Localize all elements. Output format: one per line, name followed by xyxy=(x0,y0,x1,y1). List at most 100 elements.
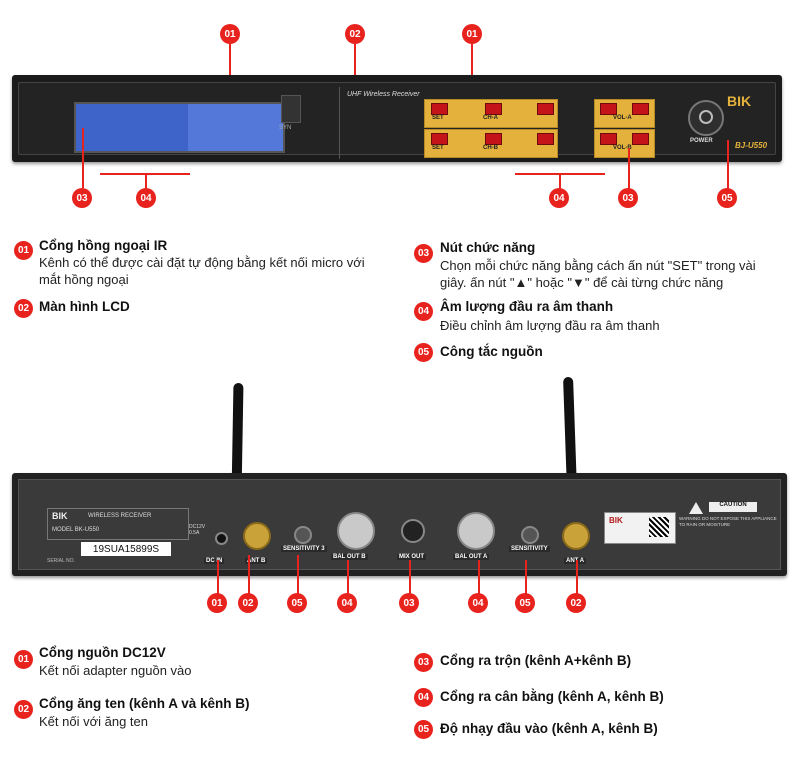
feature-desc: Kết nối với ăng ten xyxy=(39,714,148,729)
leader-line xyxy=(478,560,480,594)
brand-sticker: BIK xyxy=(604,512,676,544)
leader-line xyxy=(248,555,250,594)
ch-a-panel: SET CH-A xyxy=(424,99,558,128)
volb-label: VOL-B xyxy=(613,145,632,151)
mix-out-jack[interactable] xyxy=(401,519,425,543)
leader-line xyxy=(229,44,231,102)
sens3-label: SENSITIVITY 3 xyxy=(281,546,327,552)
set-label-b: SET xyxy=(432,145,444,151)
callout-02-lcd-top: 02 xyxy=(345,24,365,44)
set-label-a: SET xyxy=(432,115,444,121)
feature-title: Màn hình LCD xyxy=(39,299,130,314)
leader-line xyxy=(471,44,473,84)
power-button[interactable] xyxy=(688,100,724,136)
feature-title: Âm lượng đầu ra âm thanh xyxy=(440,299,614,314)
anta-label: ANT A xyxy=(564,558,587,564)
bal-out-b-xlr[interactable] xyxy=(337,512,375,550)
vol-b-down-button[interactable] xyxy=(632,133,649,145)
leader-line xyxy=(145,174,147,189)
feature-desc: Kết nối adapter nguồn vào xyxy=(39,663,192,678)
sensitivity-a-knob[interactable] xyxy=(521,526,539,544)
bal-out-a-xlr[interactable] xyxy=(457,512,495,550)
set-button-a[interactable] xyxy=(431,103,448,115)
feature-badge: 01 xyxy=(14,650,33,669)
feature-badge: 04 xyxy=(414,302,433,321)
feature-title: Cổng ăng ten (kênh A và kênh B) xyxy=(39,696,250,711)
front-panel-face: SYN UHF Wireless Receiver SET CH-A SET C… xyxy=(18,82,776,159)
feature-badge: 02 xyxy=(14,700,33,719)
leader-line xyxy=(409,560,411,594)
leader-line xyxy=(217,560,219,594)
vol-b-up-button[interactable] xyxy=(600,133,617,145)
power-label: POWER xyxy=(690,138,713,144)
rear-brand: BIK xyxy=(52,511,68,521)
feature-desc: Kênh có thể được cài đặt tự động bằng kế… xyxy=(39,255,365,287)
feature-badge: 03 xyxy=(414,653,433,672)
leader-line xyxy=(525,560,527,594)
feature-badge: 05 xyxy=(414,343,433,362)
sens-label: SENSITIVITY xyxy=(509,546,550,552)
antb-label: ANT B xyxy=(245,558,268,564)
power-icon xyxy=(699,110,713,124)
feature-title: Công tắc nguồn xyxy=(440,344,543,359)
rear-label-plate: BIK WIRELESS RECEIVER MODEL BK-U550 xyxy=(47,508,189,540)
feature-title: Nút chức năng xyxy=(440,240,536,255)
feature-badge: 03 xyxy=(414,244,433,263)
down-button-b[interactable] xyxy=(537,133,554,145)
feature-title: Cổng ra trộn (kênh A+kênh B) xyxy=(440,653,632,668)
callout-02: 02 xyxy=(238,593,258,613)
sync-label: SYN xyxy=(279,125,292,131)
callout-04: 04 xyxy=(468,593,488,613)
leader-line xyxy=(354,44,356,78)
up-button-a[interactable] xyxy=(485,103,502,115)
warning-text: WARNING DO NOT EXPOSE THIS APPLIANCE TO … xyxy=(679,516,777,527)
bala-label: BAL OUT A xyxy=(453,554,490,560)
chb-label: CH-B xyxy=(483,145,498,151)
model-label: BJ-U550 xyxy=(735,141,768,150)
feature-title: Độ nhạy đầu vào (kênh A, kênh B) xyxy=(440,721,658,736)
rear-wireless-receiver: WIRELESS RECEIVER xyxy=(88,513,152,519)
ant-b-port[interactable] xyxy=(243,522,271,550)
vol-a-up-button[interactable] xyxy=(600,103,617,115)
leader-line xyxy=(82,128,84,188)
vola-label: VOL-A xyxy=(613,115,632,121)
callout-05: 05 xyxy=(515,593,535,613)
feature-title: Cổng nguồn DC12V xyxy=(39,645,166,660)
mix-label: MIX OUT xyxy=(397,554,426,560)
callout-04-left: 04 xyxy=(136,188,156,208)
callout-05: 05 xyxy=(717,188,737,208)
callout-03-right: 03 xyxy=(618,188,638,208)
feature-title: Cổng hồng ngoại IR xyxy=(39,238,168,253)
vol-a-down-button[interactable] xyxy=(632,103,649,115)
up-button-b[interactable] xyxy=(485,133,502,145)
uhf-header: UHF Wireless Receiver xyxy=(347,91,420,98)
callout-01-top-right: 01 xyxy=(462,24,482,44)
warning-icon xyxy=(689,502,703,514)
leader-line xyxy=(559,174,561,189)
feature-badge: 05 xyxy=(414,720,433,739)
ant-a-port[interactable] xyxy=(562,522,590,550)
down-button-a[interactable] xyxy=(537,103,554,115)
feature-badge: 02 xyxy=(14,299,33,318)
dc-rating: DC12V 0.5A xyxy=(189,524,206,536)
divider xyxy=(339,87,340,159)
callout-03: 03 xyxy=(399,593,419,613)
lcd-screen xyxy=(74,102,285,153)
vol-b-panel: VOL-B xyxy=(594,129,655,158)
sensitivity-b-knob[interactable] xyxy=(294,526,312,544)
feature-badge: 01 xyxy=(14,241,33,260)
feature-badge: 04 xyxy=(414,688,433,707)
callout-05: 05 xyxy=(287,593,307,613)
dc-in-jack[interactable] xyxy=(215,532,228,545)
set-button-b[interactable] xyxy=(431,133,448,145)
serial-sticker: 19SUA15899S xyxy=(81,542,171,556)
front-panel: SYN UHF Wireless Receiver SET CH-A SET C… xyxy=(12,75,782,162)
rear-model: MODEL BK-U550 xyxy=(52,527,100,533)
ir-sensor xyxy=(281,95,301,123)
qr-code xyxy=(649,517,669,537)
leader-line xyxy=(347,560,349,594)
leader-line xyxy=(727,140,729,189)
feature-title: Cổng ra cân bằng (kênh A, kênh B) xyxy=(440,689,664,704)
ch-b-panel: SET CH-B xyxy=(424,129,558,158)
callout-01: 01 xyxy=(207,593,227,613)
